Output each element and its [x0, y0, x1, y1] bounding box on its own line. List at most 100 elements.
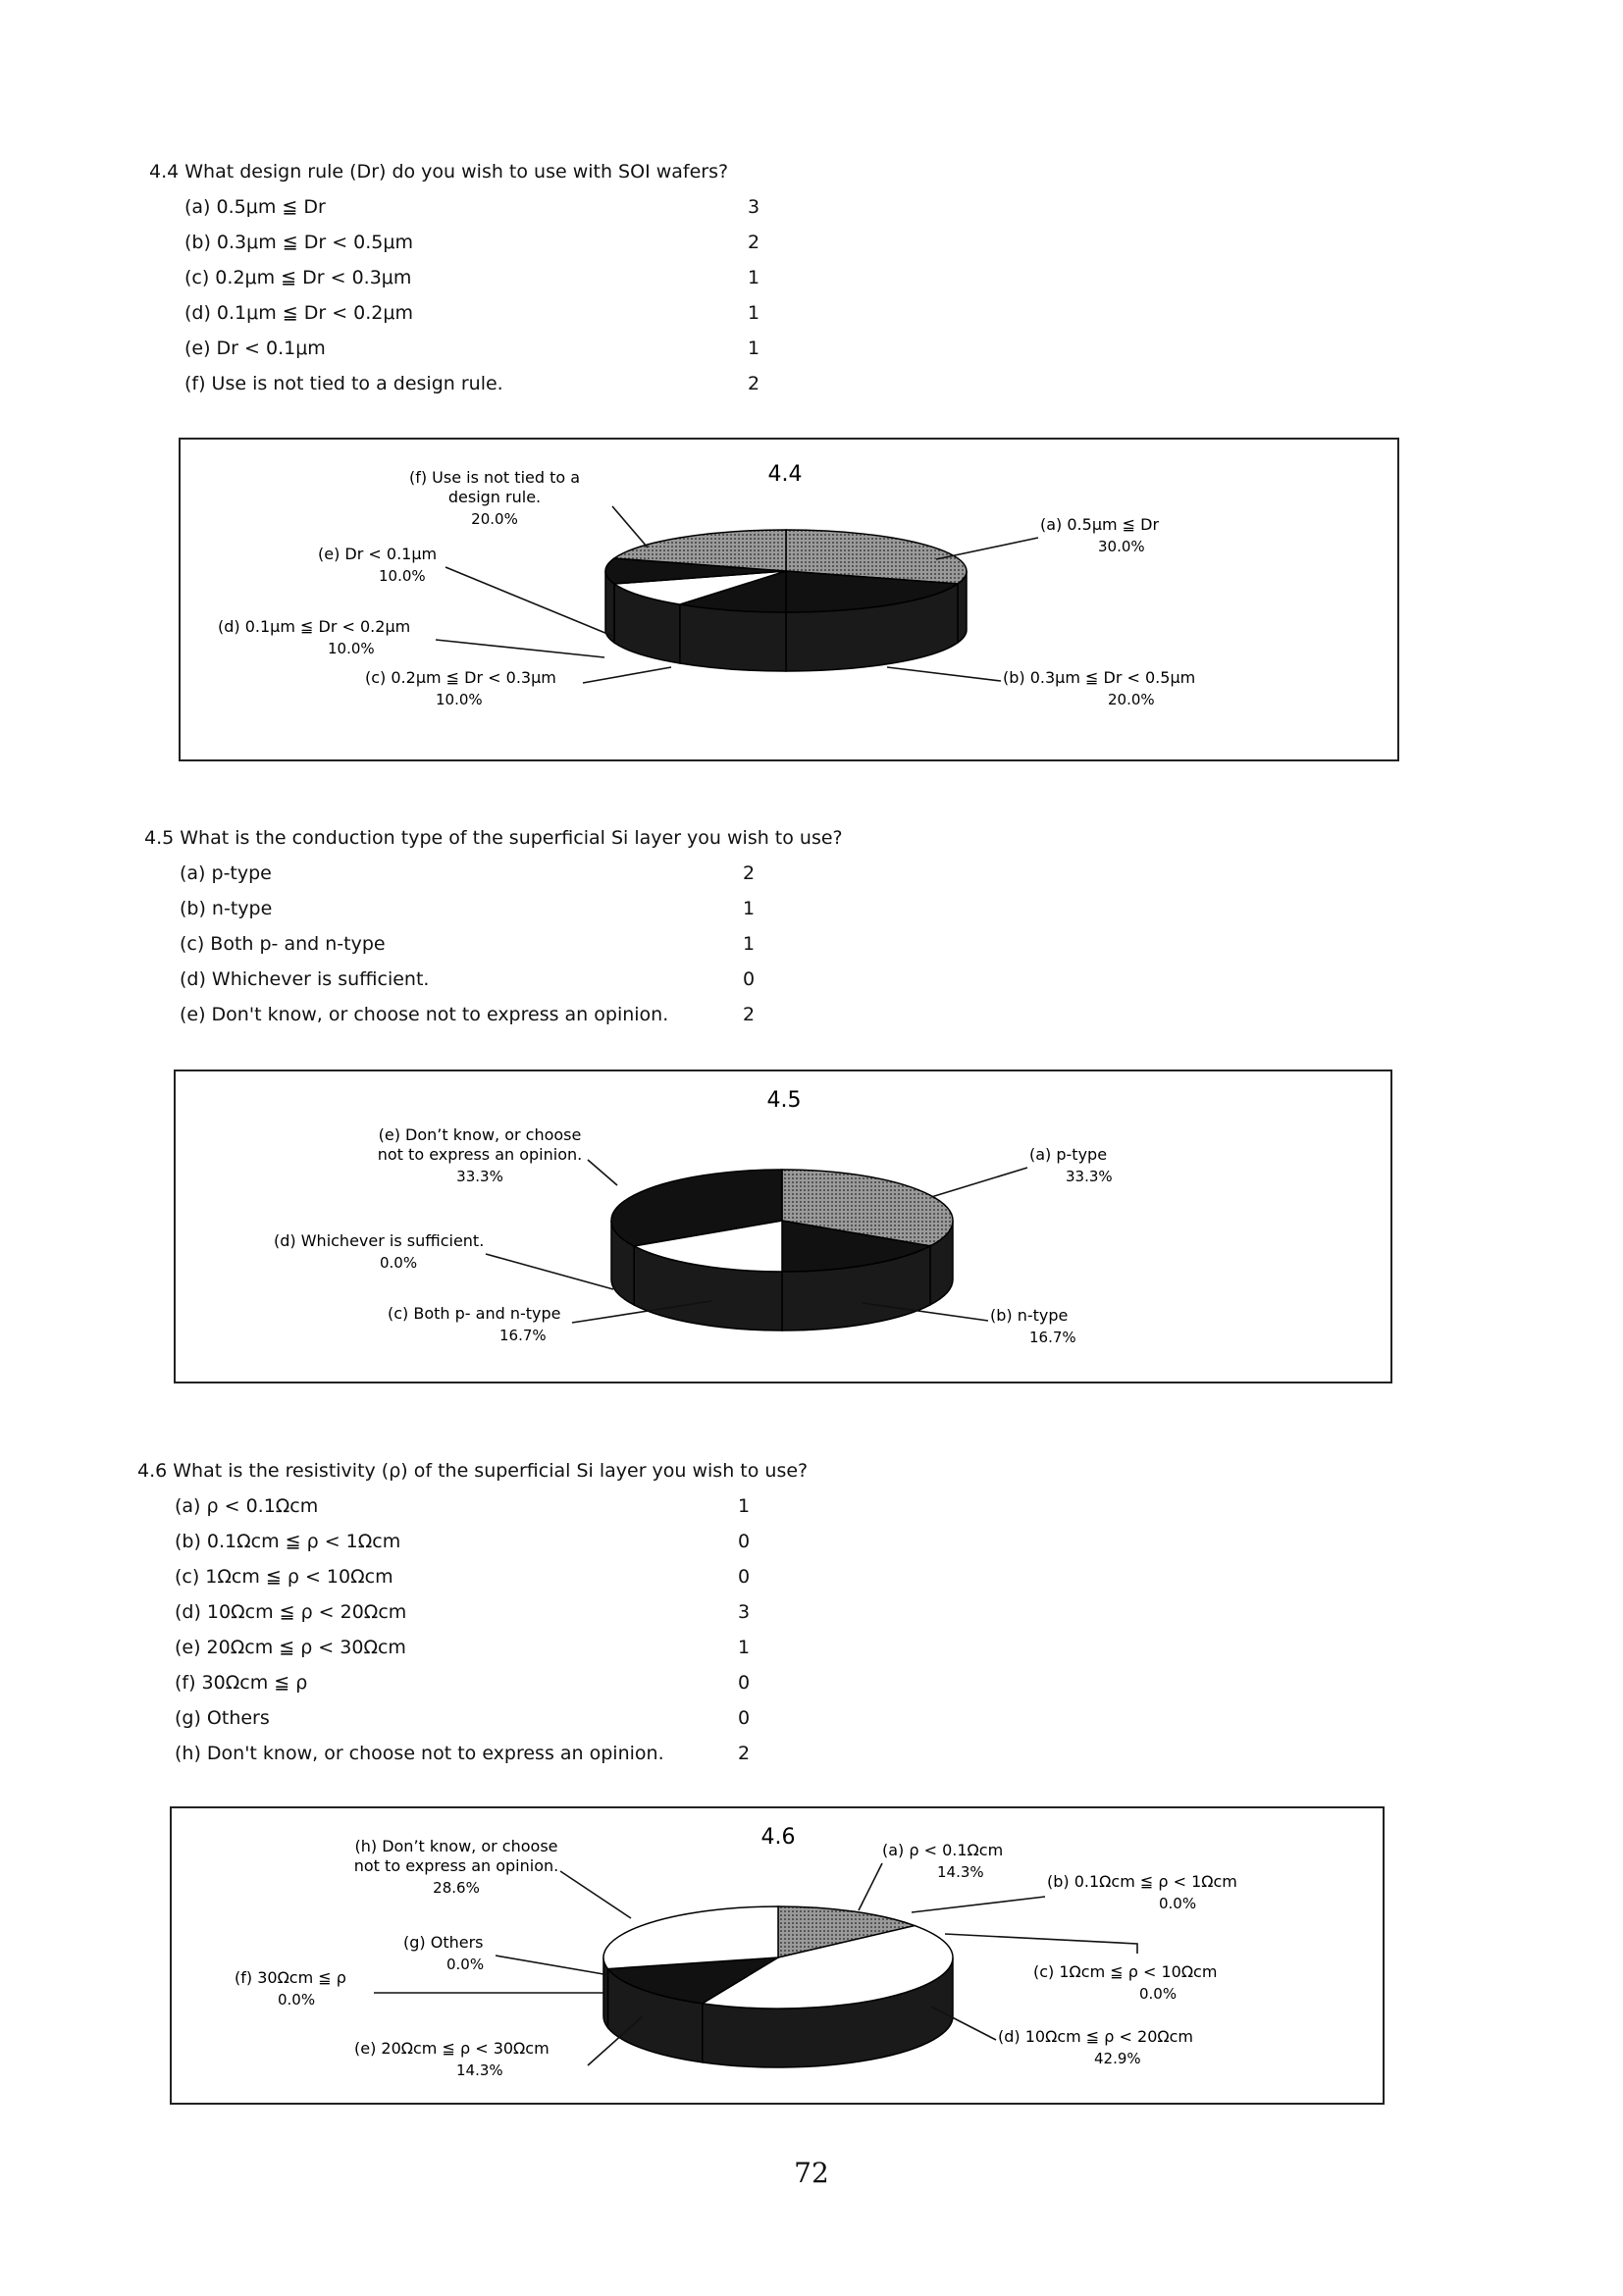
slice-percent: 42.9% — [1094, 2050, 1141, 2067]
pie-slice-6 — [611, 529, 787, 572]
pie-slice-1 — [785, 529, 968, 585]
chart-title: 4.5 — [767, 1088, 802, 1113]
leader-line — [862, 1302, 989, 1322]
chart-title: 4.6 — [761, 1825, 796, 1850]
pie-slice-3 — [631, 1220, 783, 1273]
chart-title: 4.4 — [768, 462, 803, 487]
slice-percent: 10.0% — [379, 567, 426, 585]
leader-line — [930, 2006, 997, 2041]
page-number: 72 — [794, 2157, 829, 2189]
slice-label: (a) ρ < 0.1Ωcm — [882, 1841, 1003, 1859]
option-count: 0 — [738, 1707, 751, 1729]
option-count: 2 — [748, 373, 760, 394]
option-label: (b) 0.1Ωcm ≦ ρ < 1Ωcm — [175, 1531, 401, 1552]
option-count: 2 — [743, 862, 756, 884]
slice-label: (a) p-type — [1029, 1145, 1107, 1164]
leader-line — [435, 639, 605, 658]
slice-percent: 30.0% — [1098, 538, 1145, 555]
option-label: (a) 0.5μm ≦ Dr — [184, 196, 326, 218]
leader-line — [886, 666, 1002, 682]
option-label: (a) ρ < 0.1Ωcm — [175, 1495, 319, 1517]
pie-slice-3 — [679, 569, 787, 613]
pie-slice-5 — [605, 1957, 779, 2005]
slice-percent: 16.7% — [1029, 1329, 1076, 1346]
option-count: 3 — [748, 196, 760, 218]
option-count: 2 — [748, 232, 760, 253]
slice-percent: 16.7% — [499, 1327, 547, 1344]
slice-percent: 0.0% — [1159, 1895, 1196, 1912]
option-count: 2 — [738, 1743, 751, 1764]
option-label: (c) Both p- and n-type — [180, 933, 386, 955]
pie-slice-5 — [604, 557, 787, 585]
slice-percent: 10.0% — [328, 640, 375, 657]
slice-label: (e) Dr < 0.1μm — [318, 545, 437, 563]
leader-line — [495, 1955, 610, 1976]
option-count: 0 — [743, 968, 756, 990]
pie-slice-1 — [781, 1169, 954, 1247]
leader-line — [582, 666, 672, 684]
pie-chart-4-4: 4.4 (a) 0.5μm ≦ Dr 30.0% (b) 0.3μm ≦ Dr < 0… — [179, 438, 1399, 761]
option-label: (b) 0.3μm ≦ Dr < 0.5μm — [184, 232, 413, 253]
pie-chart-4-6: 4.6 (a) ρ < 0.1Ωcm 14.3% (b) 0.1Ωcm ≦ ρ < 1… — [170, 1806, 1385, 2105]
leader-line — [587, 1159, 618, 1186]
pie-slice-8 — [602, 1905, 779, 1970]
slice-label: (f) 30Ωcm ≦ ρ — [235, 1968, 346, 1987]
leader-line — [571, 1300, 712, 1324]
pie-chart-svg: 4.6 (a) ρ < 0.1Ωcm 14.3% (b) 0.1Ωcm ≦ ρ < 1… — [235, 1825, 1237, 2079]
option-count: 1 — [748, 267, 760, 288]
option-label: (c) 0.2μm ≦ Dr < 0.3μm — [184, 267, 412, 288]
option-count: 0 — [738, 1672, 751, 1694]
slice-percent: 28.6% — [433, 1879, 480, 1897]
pie-slice-5 — [610, 1169, 783, 1247]
option-label: (f) 30Ωcm ≦ ρ — [175, 1672, 308, 1694]
pie-chart-svg: 4.4 (a) 0.5μm ≦ Dr 30.0% (b) 0.3μm ≦ Dr < 0… — [218, 462, 1195, 708]
slice-percent: 14.3% — [937, 1863, 984, 1881]
option-count: 0 — [738, 1531, 751, 1552]
option-label: (f) Use is not tied to a design rule. — [184, 373, 503, 394]
option-label: (d) 10Ωcm ≦ ρ < 20Ωcm — [175, 1601, 407, 1623]
slice-label: (c) 1Ωcm ≦ ρ < 10Ωcm — [1033, 1962, 1217, 1981]
slice-percent: 0.0% — [1139, 1985, 1177, 2003]
slice-label: (b) 0.3μm ≦ Dr < 0.5μm — [1003, 668, 1195, 687]
slice-label: (g) Others — [403, 1933, 484, 1952]
question-title: 4.6 What is the resistivity (ρ) of the s… — [137, 1460, 809, 1482]
slice-percent: 33.3% — [1066, 1168, 1113, 1185]
leader-line — [911, 1896, 1046, 1913]
slice-percent: 33.3% — [456, 1168, 503, 1185]
question-title: 4.4 What design rule (Dr) do you wish to… — [149, 161, 729, 183]
pie-slice-4 — [611, 570, 787, 605]
slice-label: (a) 0.5μm ≦ Dr — [1040, 515, 1159, 534]
option-label: (c) 1Ωcm ≦ ρ < 10Ωcm — [175, 1566, 393, 1588]
option-label: (g) Others — [175, 1707, 270, 1729]
option-count: 1 — [738, 1495, 751, 1517]
leader-line — [935, 537, 1039, 560]
slice-label: (d) 10Ωcm ≦ ρ < 20Ωcm — [998, 2027, 1193, 2046]
leader-line — [485, 1253, 614, 1290]
option-label: (d) Whichever is sufficient. — [180, 968, 430, 990]
slice-label: (d) Whichever is sufficient. — [274, 1231, 484, 1250]
leader-line — [858, 1862, 883, 1911]
pie-slice-2 — [781, 1220, 933, 1273]
slice-label: (b) n-type — [990, 1306, 1068, 1325]
leader-line — [930, 1167, 1028, 1198]
leader-line — [611, 505, 649, 548]
slice-percent: 0.0% — [278, 1991, 315, 2009]
slice-label: (d) 0.1μm ≦ Dr < 0.2μm — [218, 617, 410, 636]
option-label: (b) n-type — [180, 898, 273, 919]
option-label: (d) 0.1μm ≦ Dr < 0.2μm — [184, 302, 413, 324]
slice-percent: 20.0% — [471, 510, 518, 528]
slice-label: (b) 0.1Ωcm ≦ ρ < 1Ωcm — [1047, 1872, 1237, 1891]
slice-percent: 20.0% — [1108, 691, 1155, 708]
option-label: (e) Don't know, or choose not to express… — [180, 1004, 669, 1025]
option-count: 0 — [738, 1566, 751, 1588]
slice-label: (c) 0.2μm ≦ Dr < 0.3μm — [365, 668, 556, 687]
pie-side-3 — [679, 603, 787, 672]
option-count: 1 — [738, 1637, 751, 1658]
option-label: (h) Don't know, or choose not to express… — [175, 1743, 664, 1764]
slice-percent: 10.0% — [436, 691, 483, 708]
option-count: 1 — [743, 898, 756, 919]
slice-label: (e) 20Ωcm ≦ ρ < 30Ωcm — [354, 2039, 550, 2058]
